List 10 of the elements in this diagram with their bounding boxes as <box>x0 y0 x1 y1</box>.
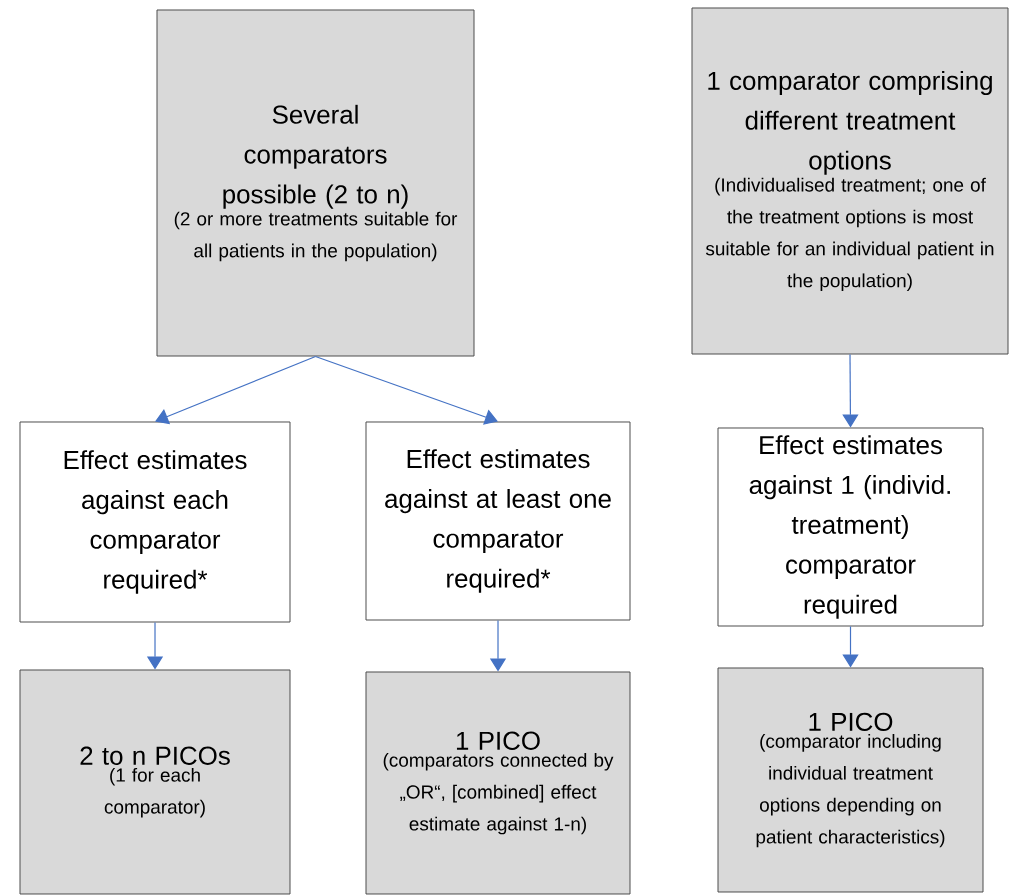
result-box: 1 PICO (comparators connected by „OR“, [combined] effect estimate against 1-n) <box>365 671 631 895</box>
arrow <box>155 355 317 425</box>
result-box: Several comparators possible (2 to n) (2 or more treatments suitable for all patients in the population) <box>156 9 475 357</box>
process-box: Effect estimates against each comparator required* <box>19 421 291 623</box>
process-box: Effect estimates against at least one comparator required* <box>365 421 631 621</box>
arrow <box>314 355 498 425</box>
result-box: 1 comparator comprising different treatment options (Individualised treatment; one of the treatment options is most suitable for an individual patient in the population) <box>691 7 1009 355</box>
result-box: 2 to n PICOs (1 for each comparator) <box>19 669 291 895</box>
process-box: Effect estimates against 1 (individ. treatment) comparator required <box>717 427 984 627</box>
result-box: 1 PICO (comparator including individual treatment options depending on patient characteristics) <box>717 667 984 893</box>
